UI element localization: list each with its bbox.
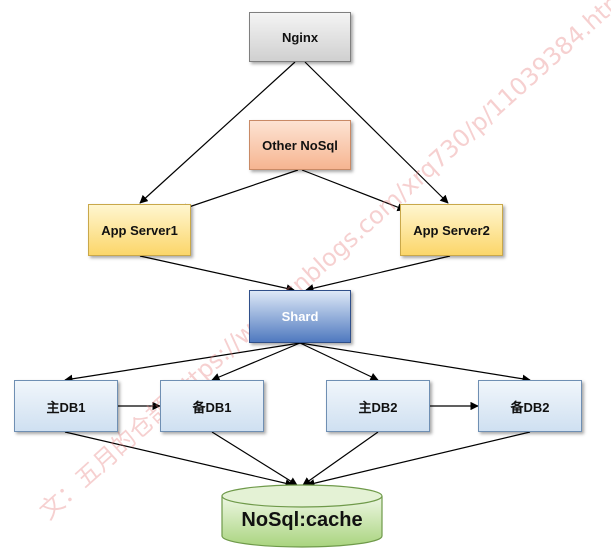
shard-node: Shard (249, 290, 351, 343)
edge-shard-backup1 (211, 342, 301, 381)
backup-db1-node: 备DB1 (160, 380, 264, 432)
master-db2-node: 主DB2 (326, 380, 430, 432)
edge-master1-cache (64, 431, 294, 488)
edge-backup2-cache (306, 431, 531, 488)
edge-shard-master2 (299, 342, 379, 381)
edge-nginx-app2 (304, 61, 449, 204)
edge-app2-shard (305, 255, 451, 293)
nginx-node: Nginx (249, 12, 351, 62)
master-db1-node: 主DB1 (14, 380, 118, 432)
edge-shard-backup2 (299, 342, 531, 383)
edge-app1-shard (139, 255, 295, 293)
cache-node-label: NoSql:cache (241, 508, 363, 531)
other-nosql-node: Other NoSql (249, 120, 351, 170)
edge-shard-master1 (64, 342, 301, 383)
backup-db2-node: 备DB2 (478, 380, 582, 432)
edge-backup1-cache (211, 431, 298, 486)
edge-nginx-app1 (139, 61, 296, 204)
edge-master2-cache (302, 431, 379, 486)
app-server2-node: App Server2 (400, 204, 503, 256)
edge-nosql-app1 (179, 169, 299, 212)
edge-nosql-app2 (301, 169, 406, 212)
app-server1-node: App Server1 (88, 204, 191, 256)
cache-cylinder (221, 484, 383, 548)
